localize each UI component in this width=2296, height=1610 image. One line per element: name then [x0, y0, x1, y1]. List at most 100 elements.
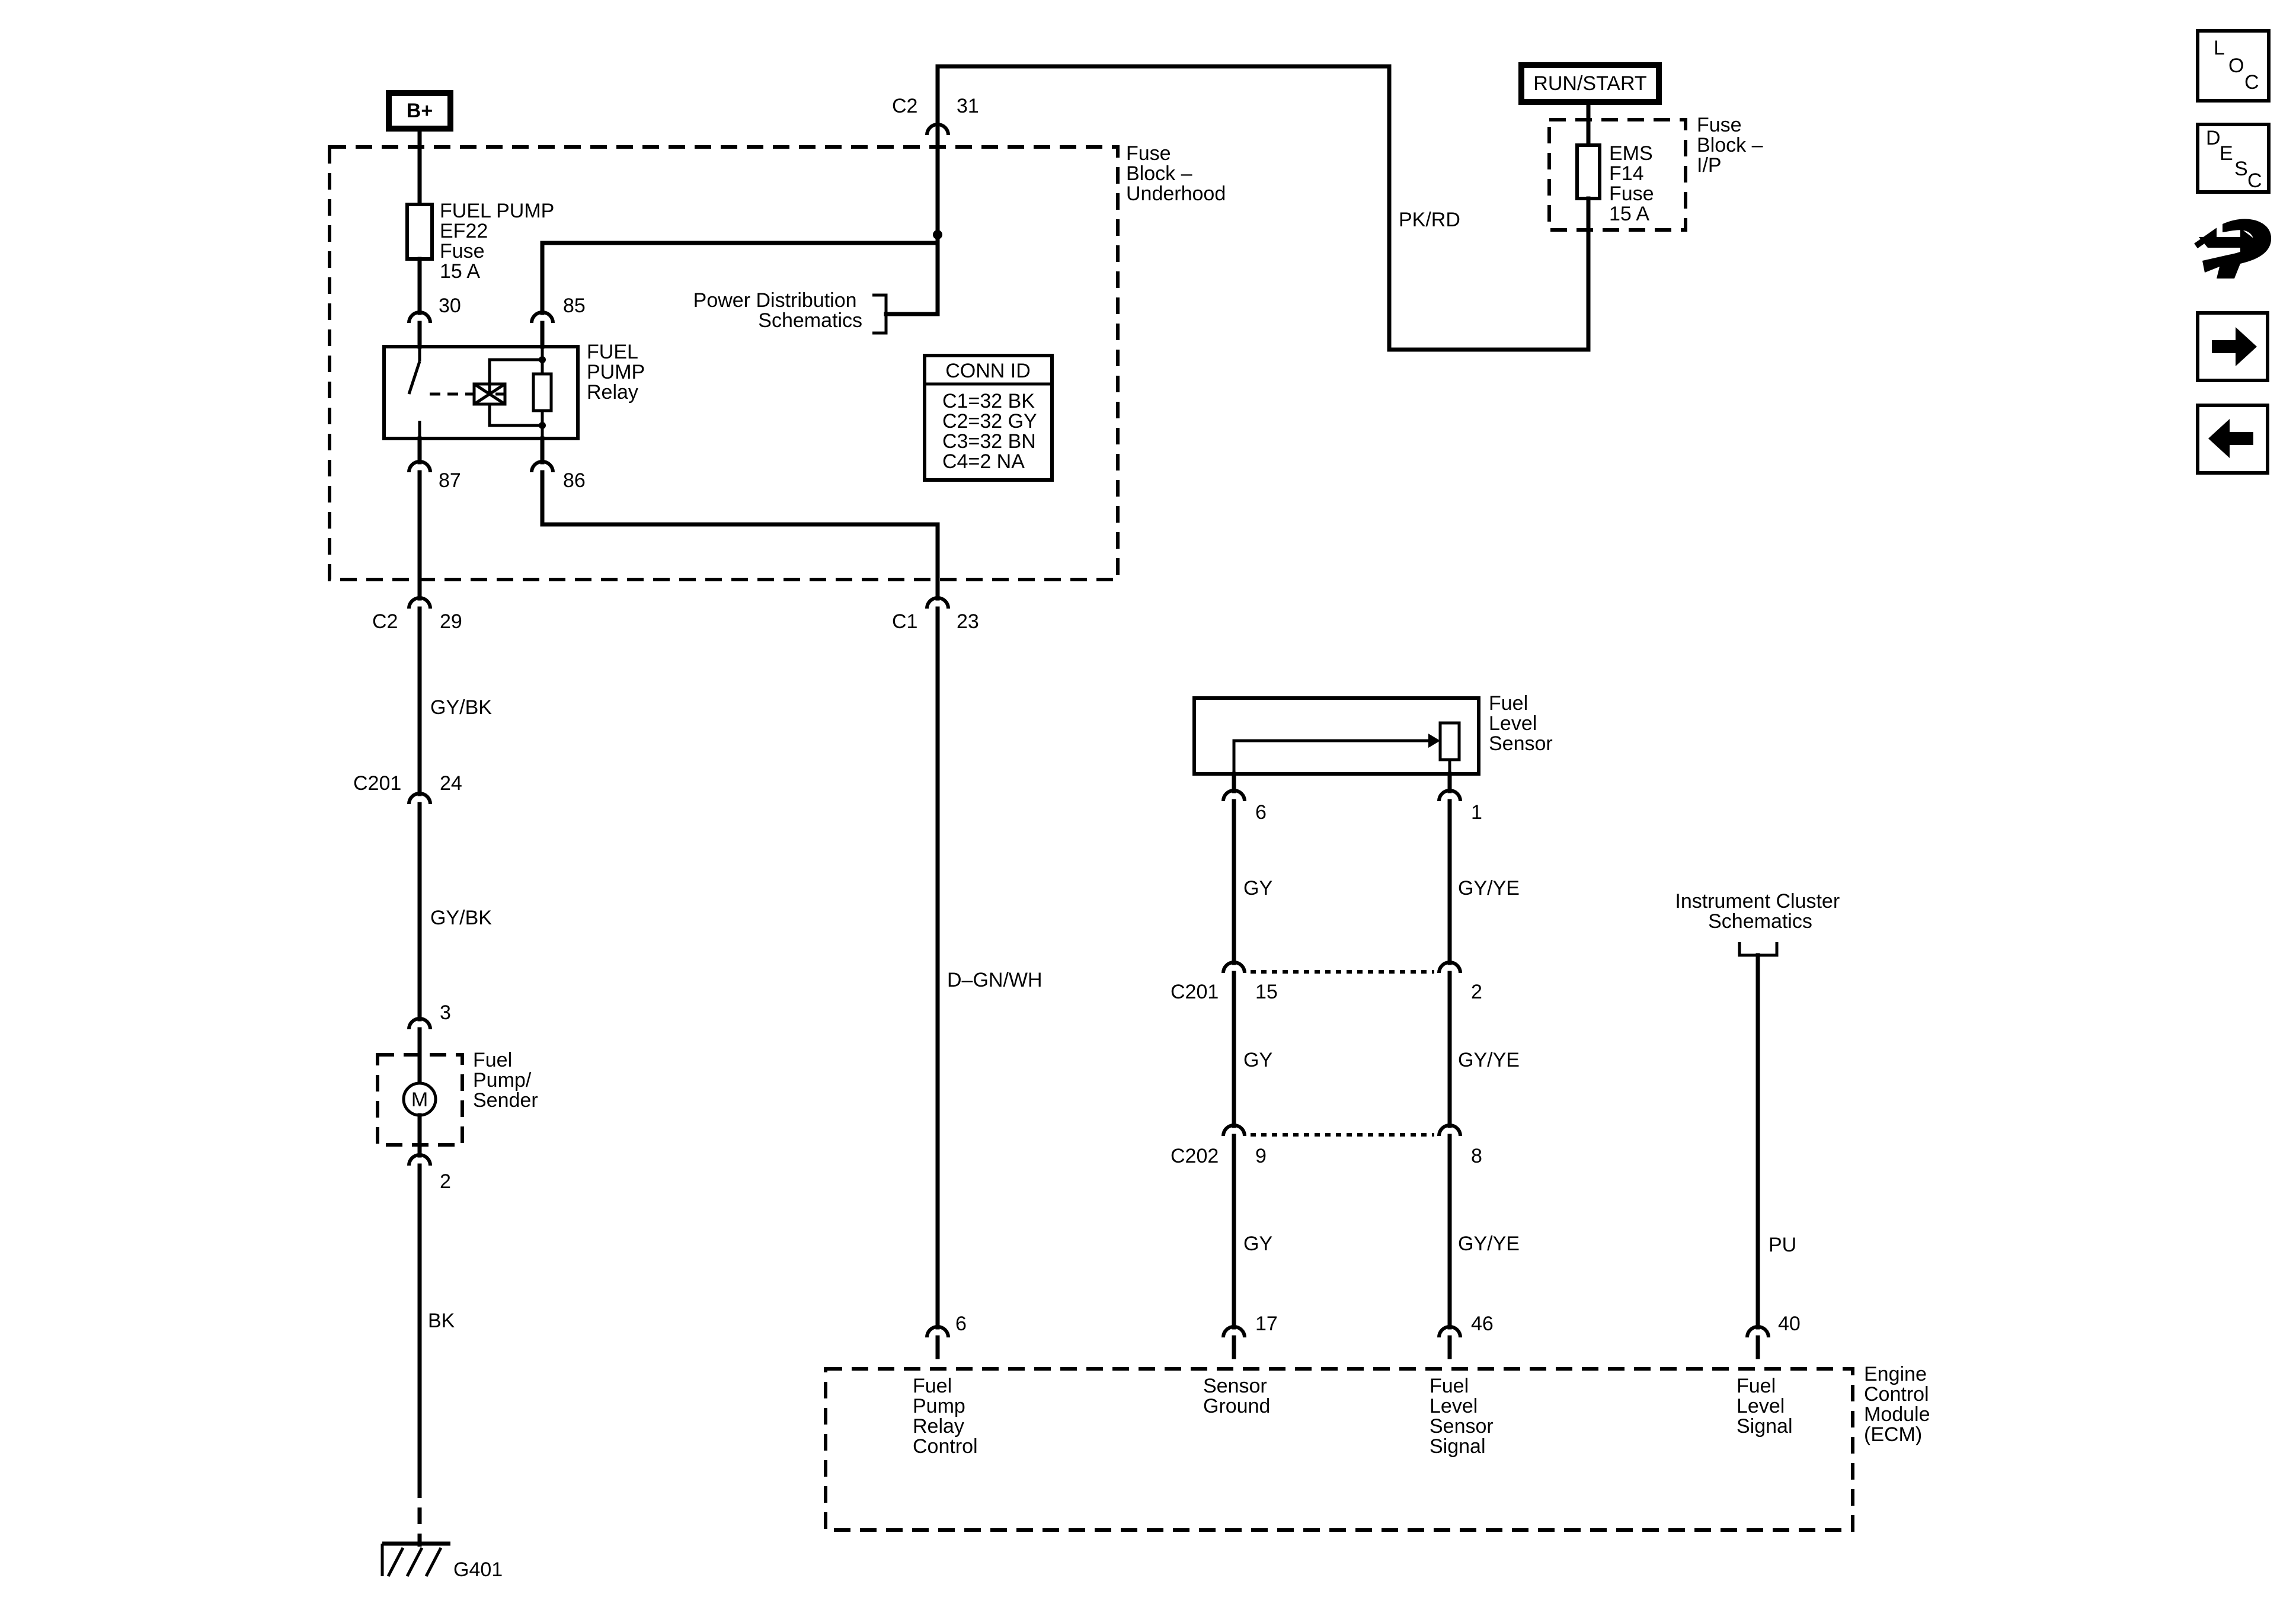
- relay-resistor: [532, 372, 553, 412]
- c2-31-pin: 31: [957, 95, 979, 117]
- relay-pin-30-label: 30: [439, 295, 461, 317]
- ecm-pin-6: 6: [955, 1313, 967, 1335]
- wire-d-gn-wh: D–GN/WH: [947, 969, 1043, 991]
- c201-24-pin: 24: [440, 772, 462, 795]
- run-start-label: RUN/START: [1533, 72, 1646, 95]
- c202-9-pin: 9: [1255, 1145, 1267, 1167]
- motor-symbol: M: [411, 1089, 428, 1111]
- wire-gy-1: GY: [1243, 877, 1272, 900]
- fuse-block-ip-label: Fuse Block – I/P: [1697, 114, 1769, 177]
- desc-letter-s: S: [2234, 158, 2248, 180]
- c201-2-connector: [1437, 961, 1462, 974]
- relay-pin-86-label: 86: [563, 469, 586, 492]
- fuel-pump-relay-label: FUEL PUMP Relay: [587, 341, 650, 404]
- loc-letter-c: C: [2244, 71, 2259, 94]
- loc-letter-o: O: [2228, 55, 2244, 77]
- ecm-pin-17: 17: [1255, 1313, 1278, 1335]
- wire-gy-2: GY: [1243, 1049, 1272, 1071]
- ecm-terminal-relay-control: Fuel Pump Relay Control: [913, 1375, 978, 1458]
- desc-button[interactable]: D E S C: [2196, 123, 2271, 194]
- wire-pu: PU: [1769, 1234, 1796, 1256]
- sensor-pin-1-connector: [1437, 789, 1462, 802]
- power-distribution-schematics-label[interactable]: Power Distribution Schematics: [693, 289, 862, 332]
- arrow-left-button[interactable]: [2196, 404, 2269, 475]
- pump-pin-3-connector: [407, 1017, 432, 1030]
- pump-pin-3: 3: [440, 1001, 451, 1024]
- run-start-terminal: RUN/START: [1518, 62, 1662, 105]
- relay-pin-85-connector: [530, 311, 555, 324]
- c2-29-name: C2: [372, 610, 398, 633]
- ems-fuse-label: EMS F14 Fuse 15 A: [1609, 142, 1659, 225]
- ems-fuse: [1575, 143, 1601, 200]
- fuse-block-ip-border: [1547, 118, 1687, 232]
- desc-letter-d: D: [2206, 127, 2221, 149]
- bplus-terminal: B+: [386, 90, 453, 132]
- wire-gy-3: GY: [1243, 1233, 1272, 1255]
- c201-15-connector: [1221, 961, 1246, 974]
- sensor-resistor: [1438, 721, 1461, 761]
- instrument-cluster-schematics-label[interactable]: Instrument Cluster Schematics: [1675, 890, 1845, 933]
- c202-8-pin: 8: [1471, 1145, 1482, 1167]
- ecm-label: Engine Control Module (ECM): [1864, 1363, 1936, 1446]
- ecm-pin-40: 40: [1778, 1313, 1801, 1335]
- wire-gy-bk-1: GY/BK: [430, 696, 492, 719]
- c202-9-name: C202: [1171, 1145, 1219, 1167]
- relay-pin-85-label: 85: [563, 295, 586, 317]
- ground-label: G401: [453, 1558, 503, 1581]
- ecm-pin-40-connector: [1745, 1325, 1770, 1338]
- c201-15-pin: 15: [1255, 981, 1278, 1003]
- wire-gy-ye-3: GY/YE: [1458, 1233, 1520, 1255]
- ecm-terminal-sensor-ground: Sensor Ground: [1203, 1375, 1272, 1417]
- c1-23-connector: [925, 596, 950, 609]
- loc-letter-l: L: [2214, 37, 2225, 59]
- c2-29-connector: [407, 596, 432, 609]
- sensor-pin-6: 6: [1255, 801, 1267, 824]
- ecm-pin-46-connector: [1437, 1325, 1462, 1338]
- conn-id-rows: C1=32 BK C2=32 GY C3=32 BN C4=2 NA: [942, 390, 1043, 473]
- c2-31-name: C2: [892, 95, 917, 117]
- fuel-level-sensor: [1192, 696, 1480, 776]
- ecm-pin-46: 46: [1471, 1313, 1494, 1335]
- conn-id-table: CONN ID C1=32 BK C2=32 GY C3=32 BN C4=2 …: [923, 354, 1054, 482]
- ecm-terminal-level-signal: Fuel Level Signal: [1737, 1375, 1793, 1438]
- desc-letter-c: C: [2247, 169, 2262, 192]
- ground-g401: [380, 1541, 450, 1577]
- relay-pin-87-connector: [407, 460, 432, 473]
- c202-8-connector: [1437, 1124, 1462, 1137]
- arrow-right-icon: [2212, 327, 2257, 366]
- wire-gy-ye-1: GY/YE: [1458, 877, 1520, 900]
- ecm-pin-6-connector: [925, 1325, 950, 1338]
- bplus-label: B+: [407, 100, 433, 122]
- relay-pin-87-label: 87: [439, 469, 461, 492]
- fuel-level-sensor-label: Fuel Level Sensor: [1489, 692, 1553, 755]
- arrow-left-icon: [2208, 419, 2253, 458]
- fuel-pump-sender-label: Fuel Pump/ Sender: [473, 1049, 538, 1112]
- arrow-right-button[interactable]: [2196, 311, 2269, 382]
- ecm-terminal-level-sensor-signal: Fuel Level Sensor Signal: [1430, 1375, 1499, 1458]
- wire-gy-ye-2: GY/YE: [1458, 1049, 1520, 1071]
- conn-id-title: CONN ID: [945, 360, 1031, 382]
- c1-23-pin: 23: [957, 610, 979, 633]
- c2-29-pin: 29: [440, 610, 462, 633]
- loc-button[interactable]: L O C: [2196, 29, 2271, 103]
- desc-letter-e: E: [2220, 142, 2233, 165]
- pump-pin-2-connector: [407, 1153, 432, 1166]
- relay-pin-86-connector: [530, 460, 555, 473]
- fuel-pump-fuse: [405, 203, 434, 261]
- pump-pin-2: 2: [440, 1170, 451, 1193]
- sensor-pin-1: 1: [1471, 801, 1482, 824]
- relay-pin-30-connector: [407, 311, 432, 324]
- c201-15-name: C201: [1171, 981, 1219, 1003]
- c1-23-name: C1: [892, 610, 917, 633]
- fuse-block-underhood-label: Fuse Block – Underhood: [1126, 142, 1226, 205]
- ecm-pin-17-connector: [1221, 1325, 1246, 1338]
- c202-9-connector: [1221, 1124, 1246, 1137]
- sensor-pin-6-connector: [1221, 789, 1246, 802]
- fuel-pump-relay: [382, 345, 580, 440]
- wire-bk: BK: [428, 1310, 455, 1332]
- wire-gy-bk-2: GY/BK: [430, 907, 492, 929]
- fuse-block-underhood-border: [328, 145, 1120, 581]
- connector-icon[interactable]: [2194, 219, 2272, 279]
- c201-2-pin: 2: [1471, 981, 1482, 1003]
